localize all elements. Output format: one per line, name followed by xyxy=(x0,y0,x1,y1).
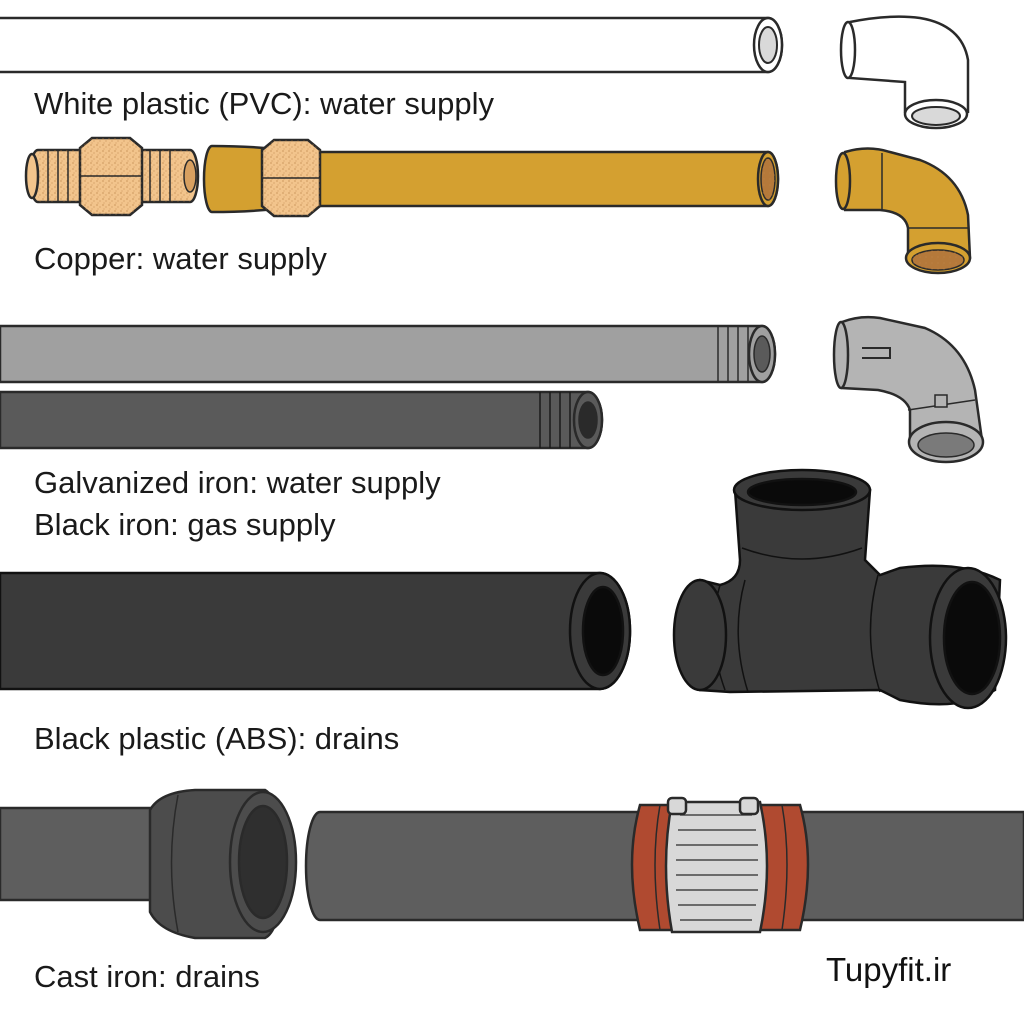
black-iron-pipe xyxy=(0,390,604,450)
copper-label: Copper: water supply xyxy=(34,241,327,276)
abs-pipe xyxy=(0,571,632,691)
galvanized-iron-label: Galvanized iron: water supply xyxy=(34,465,441,500)
abs-label: Black plastic (ABS): drains xyxy=(34,721,400,756)
pvc-elbow xyxy=(839,15,970,130)
black-iron-label: Black iron: gas supply xyxy=(34,507,336,542)
pvc-label: White plastic (PVC): water supply xyxy=(34,86,494,121)
cast-iron-coupled-pipe xyxy=(304,796,1024,934)
watermark: Tupyfit.ir xyxy=(826,951,952,988)
copper-elbow xyxy=(834,147,972,275)
cast-iron-label: Cast iron: drains xyxy=(34,959,260,994)
abs-tee xyxy=(672,468,1008,710)
galvanized-elbow xyxy=(832,315,985,464)
brass-nipple-fitting xyxy=(24,136,200,217)
pvc-pipe xyxy=(0,16,784,74)
galvanized-iron-pipe xyxy=(0,324,777,384)
copper-pipe xyxy=(202,138,780,218)
cast-iron-hub-pipe xyxy=(0,788,298,940)
